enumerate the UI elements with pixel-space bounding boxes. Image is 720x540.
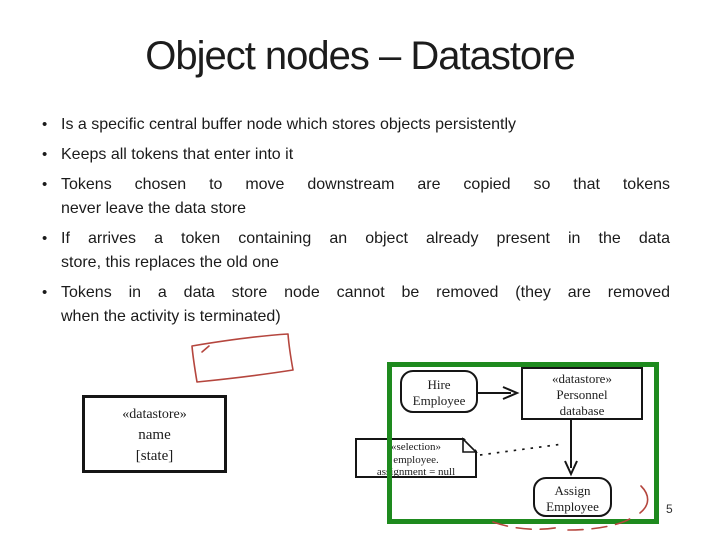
bullet-icon: • bbox=[42, 230, 48, 247]
bullet-item: • If arrives a token containing an objec… bbox=[42, 227, 670, 275]
note-text: employee. bbox=[393, 453, 439, 466]
note-stereotype: «selection» bbox=[390, 441, 442, 453]
bullet-text: Keeps all tokens that enter into it bbox=[61, 146, 294, 163]
bullet-text: Is a specific central buffer node which … bbox=[61, 116, 517, 133]
bullet-text: when the activity is terminated) bbox=[61, 308, 281, 325]
bullet-item: • Tokens chosen to move downstream are c… bbox=[42, 173, 670, 221]
uml-note: «selection» employee. assignment = null bbox=[355, 438, 477, 478]
action-node-hire-employee: Hire Employee bbox=[400, 370, 478, 413]
page-number: 5 bbox=[666, 502, 673, 516]
green-highlight-frame bbox=[387, 362, 659, 524]
bullet-text: Tokens in a data store node cannot be re… bbox=[61, 284, 670, 301]
datastore-stereotype: «datastore» bbox=[122, 407, 187, 422]
bullet-icon: • bbox=[42, 176, 48, 193]
bullet-list: • Is a specific central buffer node whic… bbox=[42, 113, 670, 335]
bullet-item: • Is a specific central buffer node whic… bbox=[42, 113, 670, 137]
datastore-notation-box: «datastore» name [state] bbox=[82, 395, 227, 473]
bullet-item: • Tokens in a data store node cannot be … bbox=[42, 281, 670, 329]
datastore-label: Personnel bbox=[556, 387, 608, 402]
handwritten-rectangle-annotation bbox=[191, 333, 294, 383]
note-text: assignment = null bbox=[376, 466, 456, 478]
datastore-state: [state] bbox=[135, 448, 174, 464]
action-label: Hire bbox=[427, 377, 451, 392]
bullet-text: store, this replaces the old one bbox=[61, 254, 279, 271]
bullet-icon: • bbox=[42, 284, 48, 301]
bullet-icon: • bbox=[42, 146, 48, 163]
page-title: Object nodes – Datastore bbox=[145, 34, 576, 78]
bullet-text: If arrives a token containing an object … bbox=[61, 230, 670, 247]
bullet-text: Tokens chosen to move downstream are cop… bbox=[61, 176, 670, 193]
datastore-label: database bbox=[559, 403, 605, 418]
bullet-text: never leave the data store bbox=[61, 200, 247, 217]
action-label: Assign bbox=[554, 483, 591, 498]
datastore-name: name bbox=[138, 427, 171, 443]
action-node-assign-employee: Assign Employee bbox=[533, 477, 612, 517]
datastore-stereotype: «datastore» bbox=[552, 371, 612, 386]
bullet-item: • Keeps all tokens that enter into it bbox=[42, 143, 670, 167]
action-label: Employee bbox=[412, 393, 466, 408]
datastore-node-personnel-database: «datastore» Personnel database bbox=[521, 367, 643, 420]
action-label: Employee bbox=[546, 499, 599, 514]
bullet-icon: • bbox=[42, 116, 48, 133]
